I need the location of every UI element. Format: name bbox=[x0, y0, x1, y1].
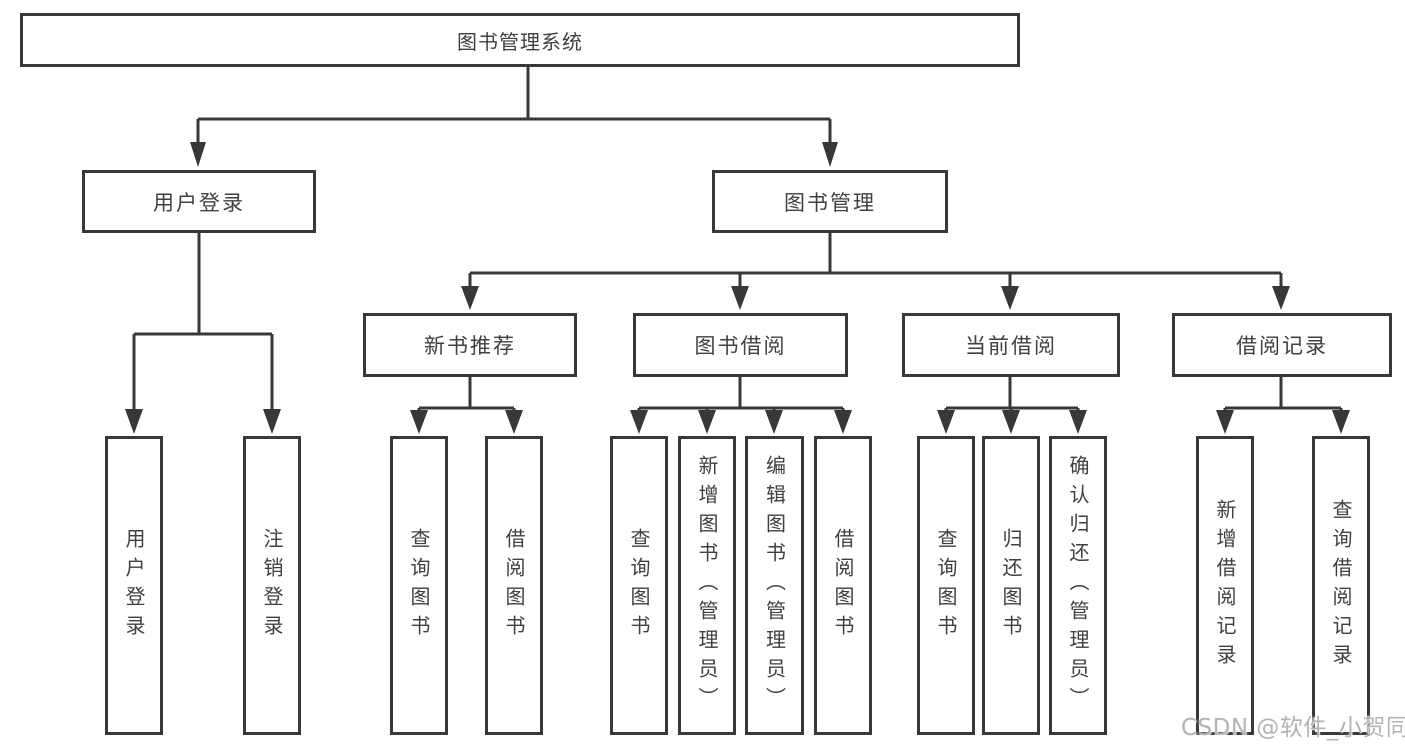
node-leaf-add-borrow-record-label: 新增借阅记录 bbox=[1213, 498, 1237, 673]
node-new-book-recommendation-label: 新书推荐 bbox=[424, 334, 516, 358]
node-borrowing-records-label: 借阅记录 bbox=[1236, 334, 1328, 358]
node-root-label: 图书管理系统 bbox=[457, 29, 583, 54]
node-leaf-borrow-books-1: 借阅图书 bbox=[485, 436, 543, 735]
node-book-borrowing: 图书借阅 bbox=[633, 313, 848, 377]
connector-borrow-records-children bbox=[1223, 377, 1343, 412]
node-leaf-user-login-label: 用户登录 bbox=[122, 527, 146, 644]
csdn-watermark: CSDN @软件_小贺同学 bbox=[1181, 715, 1405, 741]
node-leaf-edit-books-admin-label: 编辑图书（管理员） bbox=[762, 455, 787, 716]
node-leaf-add-borrow-record: 新增借阅记录 bbox=[1196, 436, 1254, 735]
node-leaf-return-books-label: 归还图书 bbox=[999, 527, 1023, 644]
node-leaf-query-borrow-record-label: 查询借阅记录 bbox=[1329, 498, 1353, 673]
node-leaf-query-books-3: 查询图书 bbox=[917, 436, 975, 735]
node-leaf-borrow-books-2-label: 借阅图书 bbox=[831, 527, 855, 644]
node-leaf-user-login: 用户登录 bbox=[105, 436, 163, 735]
node-borrowing-records: 借阅记录 bbox=[1172, 313, 1392, 377]
node-current-borrowing-label: 当前借阅 bbox=[965, 334, 1057, 358]
node-new-book-recommendation: 新书推荐 bbox=[363, 313, 577, 377]
node-book-management-label: 图书管理 bbox=[784, 190, 876, 215]
node-user-login: 用户登录 bbox=[82, 170, 316, 233]
connector-root-to-level2 bbox=[196, 67, 832, 144]
connector-user-login-children bbox=[132, 233, 274, 411]
node-leaf-query-borrow-record: 查询借阅记录 bbox=[1312, 436, 1370, 735]
node-root-system: 图书管理系统 bbox=[20, 13, 1020, 67]
node-leaf-return-books: 归还图书 bbox=[982, 436, 1040, 735]
node-leaf-confirm-return-admin-label: 确认归还（管理员） bbox=[1066, 455, 1090, 716]
connector-current-borrow-children bbox=[944, 377, 1080, 412]
connector-new-book-children bbox=[417, 377, 516, 412]
node-leaf-query-books-2: 查询图书 bbox=[610, 436, 668, 735]
node-leaf-logout: 注销登录 bbox=[243, 436, 301, 735]
node-leaf-add-books-admin-label: 新增图书（管理员） bbox=[695, 455, 719, 716]
node-current-borrowing: 当前借阅 bbox=[902, 313, 1120, 377]
node-book-borrowing-label: 图书借阅 bbox=[694, 334, 787, 358]
node-leaf-confirm-return-admin: 确认归还（管理员） bbox=[1049, 436, 1107, 735]
node-book-management: 图书管理 bbox=[712, 170, 948, 233]
node-leaf-add-books-admin: 新增图书（管理员） bbox=[678, 436, 736, 735]
arrowheads bbox=[125, 142, 1350, 434]
node-leaf-edit-books-admin: 编辑图书（管理员） bbox=[745, 436, 804, 735]
connector-book-mgmt-to-level3 bbox=[468, 233, 1283, 287]
node-leaf-logout-label: 注销登录 bbox=[260, 527, 284, 644]
node-leaf-query-books-2-label: 查询图书 bbox=[627, 527, 651, 644]
node-leaf-borrow-books-1-label: 借阅图书 bbox=[502, 527, 526, 644]
node-leaf-borrow-books-2: 借阅图书 bbox=[814, 436, 872, 735]
node-user-login-label: 用户登录 bbox=[153, 190, 245, 215]
connector-book-borrow-children bbox=[637, 377, 845, 412]
node-leaf-query-books-1-label: 查询图书 bbox=[407, 527, 431, 644]
node-leaf-query-books-3-label: 查询图书 bbox=[934, 527, 958, 644]
node-leaf-query-books-1: 查询图书 bbox=[390, 436, 448, 735]
